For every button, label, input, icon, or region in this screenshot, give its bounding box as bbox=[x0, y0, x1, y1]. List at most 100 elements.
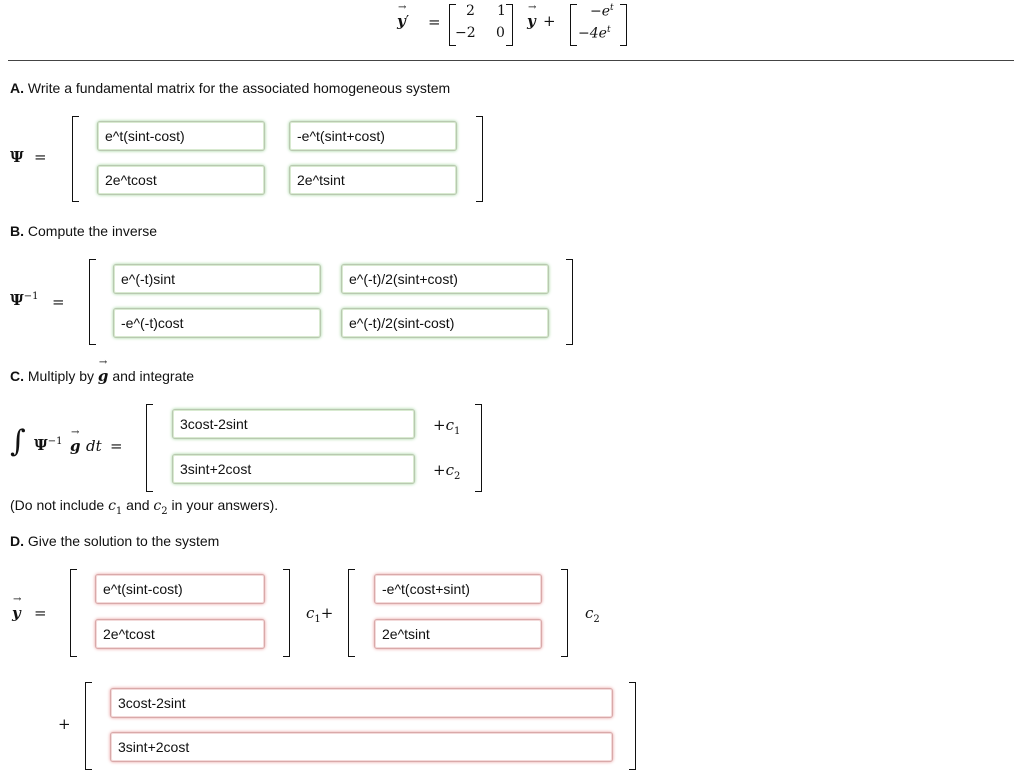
prime-mark: ′ bbox=[405, 12, 410, 30]
constants-note: (Do not include c1 and c2 in your answer… bbox=[10, 497, 278, 517]
matrix-left-bracket bbox=[449, 4, 456, 46]
part-d-heading: D. Give the solution to the system bbox=[10, 533, 219, 549]
inverse-entry-12[interactable] bbox=[341, 264, 549, 294]
forcing-right-bracket bbox=[620, 4, 627, 46]
g-vector-label: g bbox=[98, 357, 109, 385]
plus-sign: + bbox=[543, 12, 556, 30]
psi-right-bracket bbox=[476, 116, 483, 202]
inverse-entry-22[interactable] bbox=[341, 308, 549, 338]
integrand-psi-base: Ψ bbox=[34, 436, 48, 454]
psi-inverse-symbol: Ψ−1 bbox=[10, 291, 38, 309]
psi-entry-11[interactable] bbox=[97, 121, 265, 151]
psi-inverse-exp: −1 bbox=[23, 291, 39, 302]
particular-right-bracket bbox=[629, 682, 636, 770]
y-vector-symbol-2: y bbox=[527, 2, 536, 30]
part-b-text: Compute the inverse bbox=[27, 223, 158, 239]
coefficient-c1: c1+ bbox=[306, 604, 333, 625]
forcing-top-exp: t bbox=[610, 3, 614, 13]
equals-sign-a: = bbox=[34, 148, 47, 166]
psi-entry-21[interactable] bbox=[97, 165, 265, 195]
y-vector-symbol: y′ bbox=[397, 2, 410, 30]
part-d-text: Give the solution to the system bbox=[27, 533, 220, 549]
integral-entry-2[interactable] bbox=[172, 454, 415, 484]
solution-y-label: y bbox=[12, 594, 21, 622]
constant-c2-sub: 2 bbox=[453, 471, 461, 482]
part-a-letter: A. bbox=[10, 80, 24, 96]
note-c1: c1 bbox=[108, 498, 123, 517]
solution-col2-entry-2[interactable] bbox=[374, 619, 542, 649]
inverse-left-bracket bbox=[89, 259, 96, 345]
particular-entry-2[interactable] bbox=[110, 732, 613, 762]
part-a-text: Write a fundamental matrix for the assoc… bbox=[27, 80, 451, 96]
dt-label: dt bbox=[86, 437, 102, 455]
particular-entry-1[interactable] bbox=[110, 688, 613, 718]
note-c2-base: c bbox=[153, 498, 162, 514]
integrand-psi-inverse: Ψ−1 bbox=[34, 436, 62, 454]
integrand-psi-exp: −1 bbox=[47, 436, 63, 447]
solution-y-symbol: y bbox=[12, 594, 21, 622]
inverse-entry-21[interactable] bbox=[113, 308, 321, 338]
psi-inverse-base: Ψ bbox=[10, 291, 24, 309]
part-b-letter: B. bbox=[10, 223, 24, 239]
part-c-text-after: and integrate bbox=[112, 368, 195, 384]
coefficient-c1-plus: + bbox=[320, 604, 334, 622]
part-b-heading: B. Compute the inverse bbox=[10, 223, 157, 239]
col1-left-bracket bbox=[70, 569, 77, 657]
inverse-entry-11[interactable] bbox=[113, 264, 321, 294]
solution-col1-entry-2[interactable] bbox=[95, 619, 265, 649]
note-c2-sub: 2 bbox=[161, 505, 168, 517]
integral-entry-1[interactable] bbox=[172, 409, 415, 439]
coefficient-c1-sub: 1 bbox=[314, 614, 321, 625]
note-c1-base: c bbox=[108, 498, 116, 514]
matrix-a21: −2 bbox=[455, 25, 476, 41]
psi-entry-12[interactable] bbox=[289, 121, 457, 151]
part-c-heading: C. Multiply by g and integrate bbox=[10, 357, 195, 385]
col2-left-bracket bbox=[348, 569, 355, 657]
note-text-2: in your answers). bbox=[171, 497, 279, 513]
forcing-bottom-base: −4e bbox=[578, 25, 607, 42]
divider bbox=[8, 60, 1014, 61]
coefficient-c2-sub: 2 bbox=[593, 614, 600, 625]
solution-col2-entry-1[interactable] bbox=[374, 574, 542, 604]
particular-plus-sign: + bbox=[58, 715, 71, 733]
inverse-right-bracket bbox=[566, 259, 573, 345]
integrand-g: g bbox=[70, 427, 81, 455]
psi-left-bracket bbox=[72, 116, 79, 202]
y-vector-label-2: y bbox=[527, 2, 536, 30]
y-vector-label: y bbox=[397, 2, 406, 30]
psi-symbol: Ψ bbox=[10, 148, 24, 166]
equals-sign-b: = bbox=[52, 293, 65, 311]
particular-left-bracket bbox=[85, 682, 92, 770]
constant-c1-base: +c bbox=[433, 416, 454, 434]
integral-left-bracket bbox=[146, 404, 153, 492]
note-c1-sub: 1 bbox=[115, 505, 123, 517]
constant-c1: +c1 bbox=[433, 416, 460, 437]
note-text-and: and bbox=[126, 497, 150, 513]
part-d-letter: D. bbox=[10, 533, 24, 549]
matrix-right-bracket bbox=[506, 4, 513, 46]
forcing-top-base: −e bbox=[590, 3, 611, 20]
coefficient-c2: c2 bbox=[585, 604, 600, 625]
forcing-top: −et bbox=[590, 3, 614, 20]
equals-sign: = bbox=[428, 13, 441, 31]
forcing-bottom-exp: t bbox=[606, 25, 611, 35]
forcing-bottom: −4et bbox=[578, 25, 611, 42]
constant-c1-sub: 1 bbox=[453, 426, 461, 437]
solution-col1-entry-1[interactable] bbox=[95, 574, 265, 604]
integral-sign: ∫ bbox=[10, 424, 26, 459]
constant-c2-base: +c bbox=[433, 461, 454, 479]
equals-sign-d: = bbox=[34, 604, 47, 622]
coefficient-c1-base: c bbox=[306, 604, 315, 622]
part-a-heading: A. Write a fundamental matrix for the as… bbox=[10, 80, 450, 96]
col1-right-bracket bbox=[283, 569, 290, 657]
note-c2: c2 bbox=[153, 498, 168, 517]
psi-entry-22[interactable] bbox=[289, 165, 457, 195]
note-text-1: (Do not include bbox=[10, 497, 105, 513]
coefficient-c2-base: c bbox=[585, 604, 594, 622]
integrand-g-label: g bbox=[70, 427, 81, 455]
matrix-a11: 2 bbox=[466, 3, 475, 19]
matrix-a22: 0 bbox=[496, 25, 505, 41]
integral-right-bracket bbox=[475, 404, 482, 492]
part-c-letter: C. bbox=[10, 368, 24, 384]
matrix-a12: 1 bbox=[497, 3, 506, 19]
